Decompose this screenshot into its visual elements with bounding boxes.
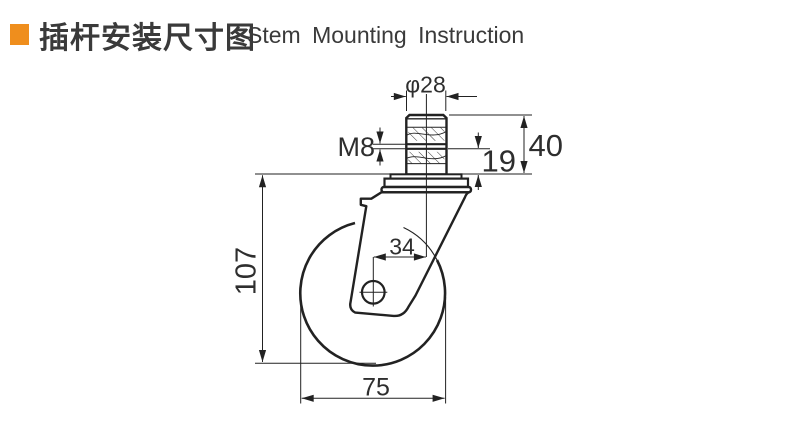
page-title-chinese: 插杆安装尺寸图 — [39, 22, 256, 55]
thread-wave-1 — [406, 131, 447, 136]
dim-total-height-label: 107 — [231, 247, 263, 295]
dim-swivel-offset: 34 — [373, 234, 426, 261]
thread-wave-2 — [406, 155, 447, 160]
dim-thread-length: 19 — [448, 132, 516, 190]
wheel-hidden-arc — [403, 227, 438, 261]
dim-stem-diameter: φ28 — [391, 72, 477, 111]
dim-swivel-offset-label: 34 — [389, 234, 415, 260]
dim-total-height: 107 — [231, 175, 376, 364]
dim-stem-height-label: 40 — [529, 128, 563, 163]
dim-thread-spec-label: M8 — [337, 132, 375, 162]
dim-wheel-diameter: 75 — [300, 297, 447, 404]
dim-wheel-diameter-label: 75 — [362, 374, 390, 402]
wheel-circle — [299, 221, 447, 367]
page-title-english: Stem Mounting Instruction — [247, 22, 525, 48]
orange-square-bullet — [10, 24, 29, 45]
dim-stem-height: 40 — [255, 114, 563, 175]
wheel-group — [299, 221, 447, 367]
dim-stem-diameter-label: φ28 — [405, 72, 446, 98]
title-block: 插杆安装尺寸图 Stem Mounting Instruction — [0, 0, 789, 60]
dim-thread-spec: M8 — [337, 127, 407, 166]
dim-thread-length-label: 19 — [482, 144, 516, 179]
